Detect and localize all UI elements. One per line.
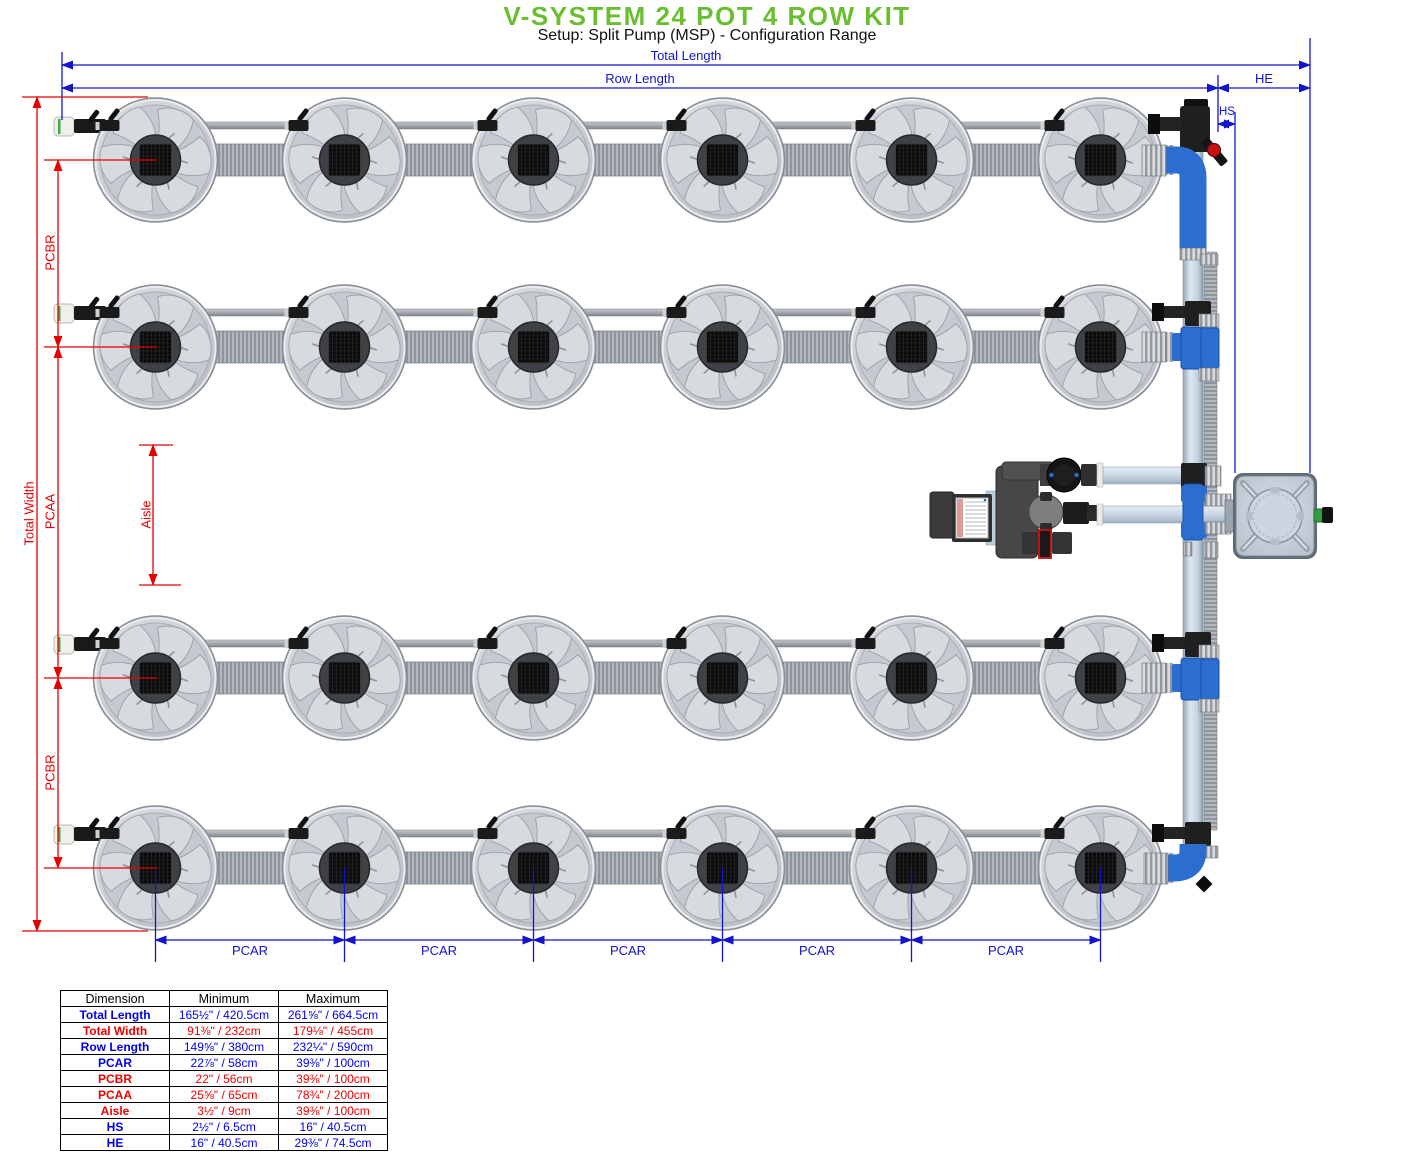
total-length-label: Total Length	[650, 48, 722, 63]
table-row-min: 165½" / 420.5cm	[169, 1006, 279, 1023]
table-row-min: 16" / 40.5cm	[169, 1134, 279, 1151]
pot-row-1	[53, 97, 1174, 223]
pcar-label: PCAR	[798, 943, 836, 958]
blue-elbow	[1166, 146, 1207, 250]
pcbr-top-label: PCBR	[42, 234, 58, 271]
table-row-label: Total Length	[60, 1006, 170, 1023]
table-row-label: HS	[60, 1118, 170, 1135]
top-tee	[1180, 106, 1210, 152]
pcar-label: PCAR	[231, 943, 269, 958]
drip-fitting	[855, 120, 876, 131]
drip-fitting	[855, 828, 876, 839]
table-row-max: 232¼" / 590cm	[278, 1038, 388, 1055]
table-row-min: 149⅝" / 380cm	[169, 1038, 279, 1055]
drip-fitting	[477, 307, 498, 318]
hs-label: HS	[1219, 106, 1235, 118]
drip-fitting	[1044, 828, 1065, 839]
table-row-max: 39⅜" / 100cm	[278, 1070, 388, 1087]
drip-fitting	[666, 120, 687, 131]
drip-fitting	[666, 828, 687, 839]
page-title: V-SYSTEM 24 POT 4 ROW KIT	[503, 1, 911, 31]
table-row-min: 91⅜" / 232cm	[169, 1022, 279, 1039]
he-label: HE	[1254, 71, 1274, 86]
drip-fitting	[477, 638, 498, 649]
pcbr-bottom-label: PCBR	[42, 754, 58, 791]
blue-elbow	[1164, 844, 1207, 882]
table-row-max: 78¾" / 200cm	[278, 1086, 388, 1103]
table-row-label: Row Length	[60, 1038, 170, 1055]
drip-fitting	[99, 307, 120, 318]
aisle-label: Aisle	[138, 500, 154, 529]
table-row-min: 22" / 56cm	[169, 1070, 279, 1087]
pump-assembly	[929, 457, 1238, 559]
table-row-max: 179⅛" / 455cm	[278, 1022, 388, 1039]
table-row-max: 39⅜" / 100cm	[278, 1054, 388, 1071]
table-row-max: 261⅝" / 664.5cm	[278, 1006, 388, 1023]
table-header: Minimum	[169, 990, 279, 1007]
drip-fitting	[99, 638, 120, 649]
drip-fitting	[288, 307, 309, 318]
table-row-label: PCBR	[60, 1070, 170, 1087]
drip-fitting	[288, 828, 309, 839]
reservoir	[1224, 473, 1333, 559]
drip-fitting	[855, 307, 876, 318]
table-row-max: 39⅜" / 100cm	[278, 1102, 388, 1119]
total-width-label: Total Width	[21, 481, 37, 546]
row-length-label: Row Length	[605, 71, 675, 86]
drip-fitting	[666, 307, 687, 318]
table-row-label: Total Width	[60, 1022, 170, 1039]
return-manifold	[1141, 99, 1228, 893]
pcaa-label: PCAA	[42, 493, 58, 530]
drip-fitting	[288, 638, 309, 649]
drip-fitting	[99, 828, 120, 839]
pcar-label: PCAR	[420, 943, 458, 958]
table-row-min: 22⅞" / 58cm	[169, 1054, 279, 1071]
hose-tee	[1185, 822, 1211, 846]
table-header: Dimension	[60, 990, 170, 1007]
drip-fitting	[477, 120, 498, 131]
table-header: Maximum	[278, 990, 388, 1007]
pcar-label: PCAR	[987, 943, 1025, 958]
drip-fitting	[1044, 307, 1065, 318]
table-row-min: 25⅝" / 65cm	[169, 1086, 279, 1103]
page-subtitle: Setup: Split Pump (MSP) - Configuration …	[537, 27, 877, 44]
pot-row-4	[53, 805, 1174, 931]
pot-row-2	[53, 284, 1174, 410]
table-row-max: 29⅜" / 74.5cm	[278, 1134, 388, 1151]
drip-fitting	[1044, 120, 1065, 131]
table-row-label: PCAA	[60, 1086, 170, 1103]
drip-fitting	[666, 638, 687, 649]
table-row-min: 3½" / 9cm	[169, 1102, 279, 1119]
table-row-label: Aisle	[60, 1102, 170, 1119]
drip-fitting	[477, 828, 498, 839]
drip-fitting	[855, 638, 876, 649]
drip-fitting	[99, 120, 120, 131]
table-row-label: HE	[60, 1134, 170, 1151]
table-row-min: 2½" / 6.5cm	[169, 1118, 279, 1135]
drip-fitting	[288, 120, 309, 131]
drip-fitting	[1044, 638, 1065, 649]
table-row-max: 16" / 40.5cm	[278, 1118, 388, 1135]
pcar-label: PCAR	[609, 943, 647, 958]
red-handle-valve	[1038, 529, 1052, 559]
table-row-label: PCAR	[60, 1054, 170, 1071]
